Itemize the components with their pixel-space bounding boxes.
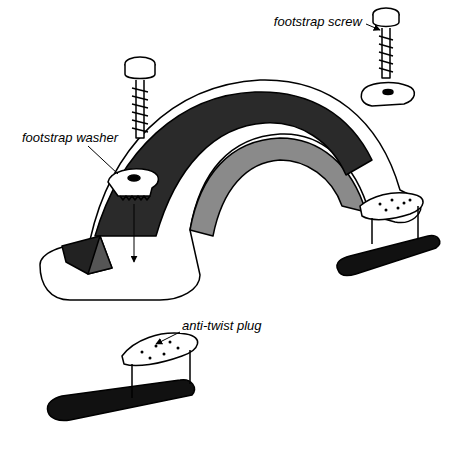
part-label: anti-twist plug xyxy=(180,318,263,333)
part-label: footstrap washer xyxy=(20,130,120,145)
part-label: footstrap screw xyxy=(272,14,364,29)
